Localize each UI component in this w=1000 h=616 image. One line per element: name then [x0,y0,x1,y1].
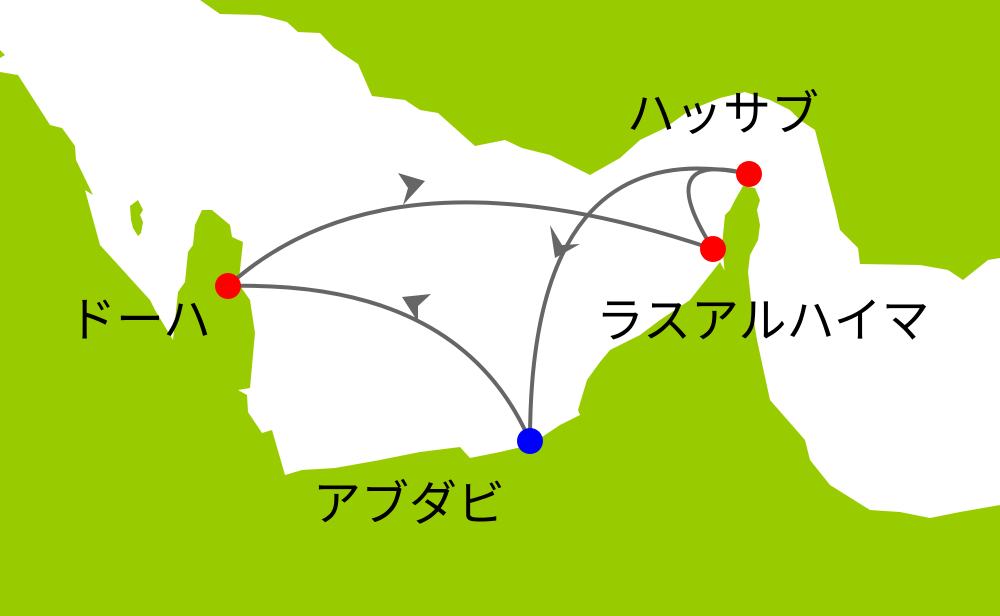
route-doha-to-ras-al-khaimah [226,200,714,288]
city-marker-khasab[interactable] [736,161,762,187]
route-khasab-to-abu-dhabi [528,166,750,442]
land-arabia [0,50,1000,616]
city-label-khasab: ハッサブ [627,86,820,142]
city-marker-abu-dhabi[interactable] [517,428,543,454]
city-marker-ras-al-khaimah[interactable] [700,236,726,262]
city-marker-doha[interactable] [215,273,241,299]
arrow-icon [550,225,580,258]
arrow-icon [398,173,425,205]
route-abu-dhabi-to-doha [227,283,532,442]
arrow-icon [402,294,431,322]
land-musandam [722,186,760,310]
land-iran [200,0,1000,280]
land-bahrain [130,200,143,236]
city-label-ras-al-khaimah: ラスアルハイマ [596,293,930,349]
city-label-doha: ドーハ [68,292,212,348]
city-label-abu-dhabi: アブダビ [313,476,506,532]
